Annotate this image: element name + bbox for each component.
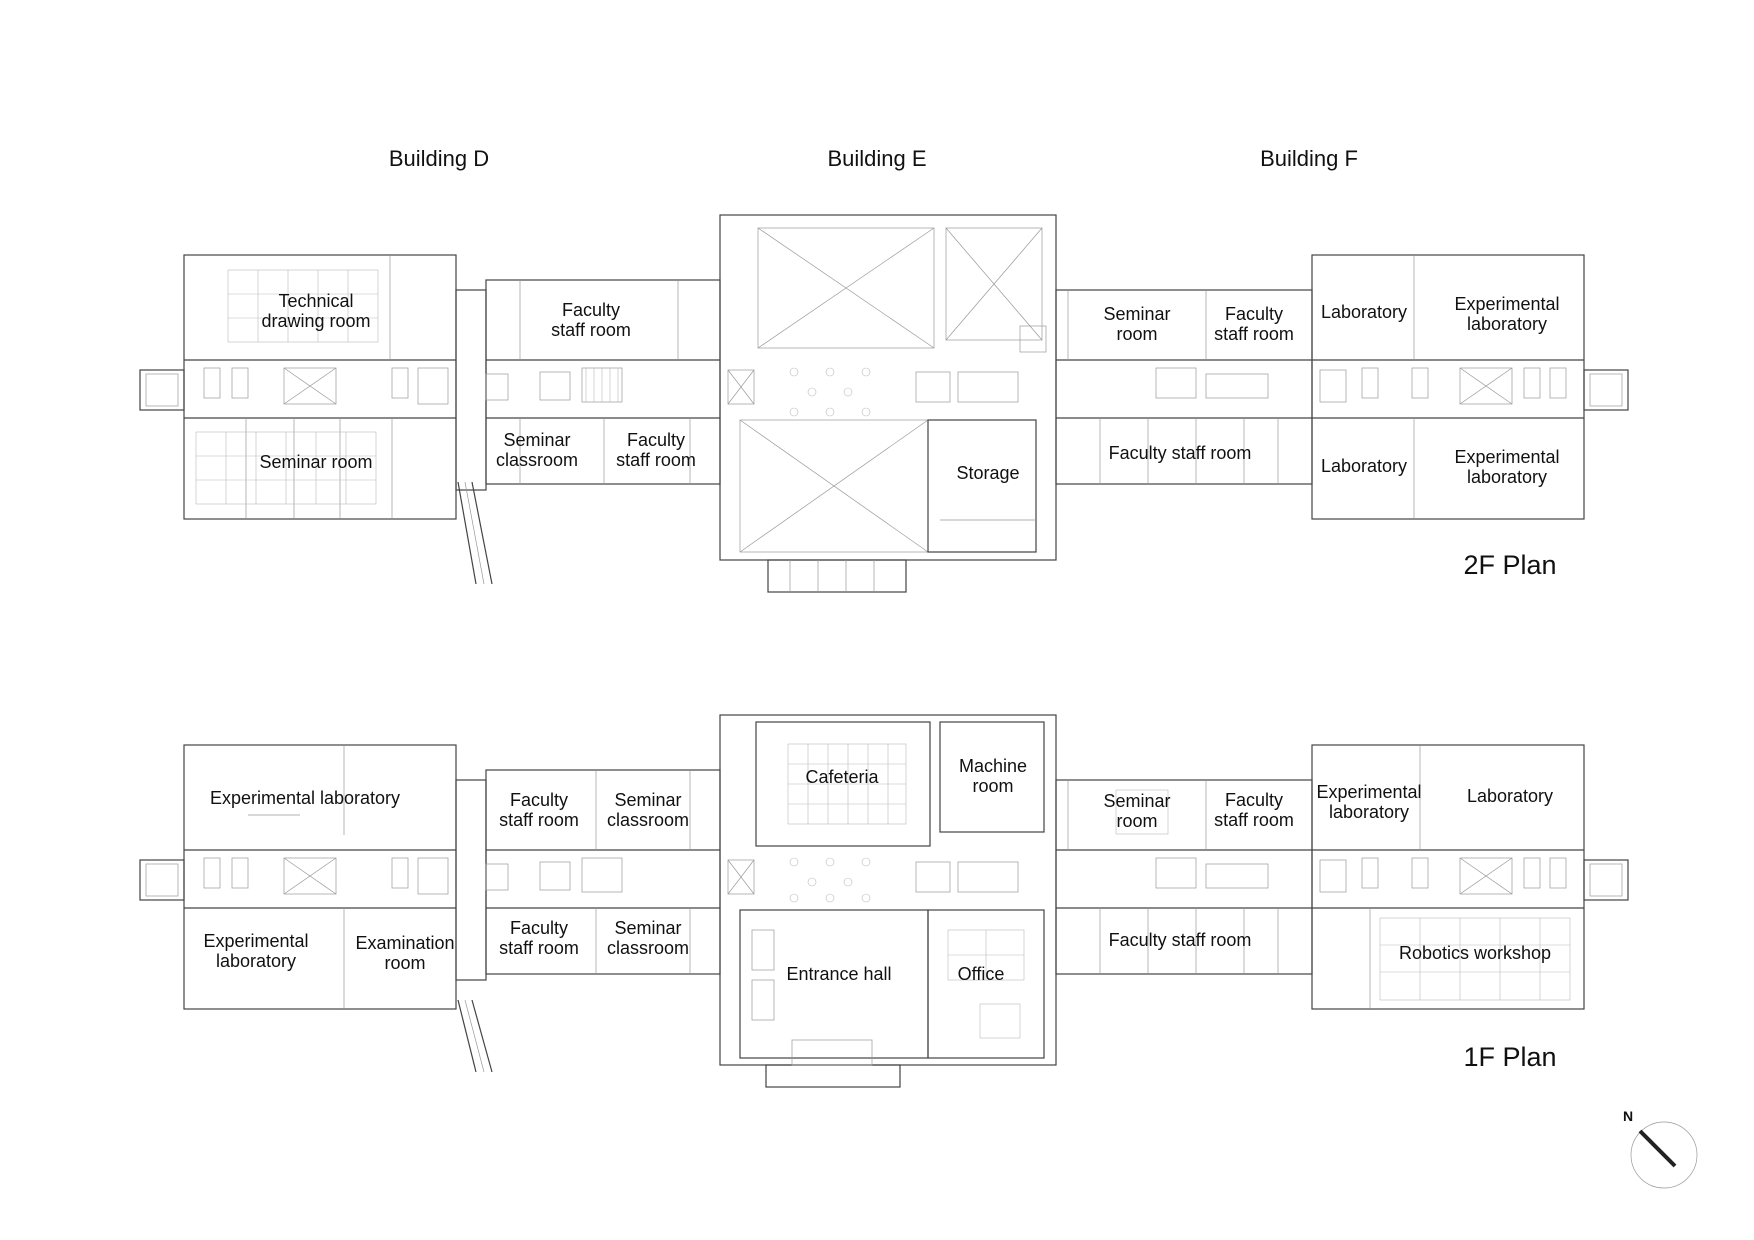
plan-2f-title: 2F Plan [1463, 550, 1556, 580]
building-labels: Building D Building E Building F [389, 146, 1358, 171]
room-label: Laboratory [1467, 786, 1553, 806]
room-label: Entrance hall [786, 964, 891, 984]
room-label: Office [958, 964, 1005, 984]
north-arrow: N [1623, 1108, 1698, 1189]
building-f-label: Building F [1260, 146, 1358, 171]
room-label: Cafeteria [805, 767, 879, 787]
room-label: Laboratory [1321, 456, 1407, 476]
room-label: Seminar room [259, 452, 372, 472]
room-label: Experimental laboratory [210, 788, 400, 808]
room-label: Storage [956, 463, 1019, 483]
north-arrow-label: N [1623, 1108, 1633, 1124]
building-e-label: Building E [827, 146, 926, 171]
plan-1f-title: 1F Plan [1463, 1042, 1556, 1072]
building-d-label: Building D [389, 146, 489, 171]
plan-2f-linework [139, 214, 1629, 593]
room-label: Faculty staff room [1109, 930, 1252, 950]
plan-1f-linework [139, 714, 1629, 1088]
room-label: Laboratory [1321, 302, 1407, 322]
room-label: Faculty staff room [1109, 443, 1252, 463]
room-label: Robotics workshop [1399, 943, 1551, 963]
